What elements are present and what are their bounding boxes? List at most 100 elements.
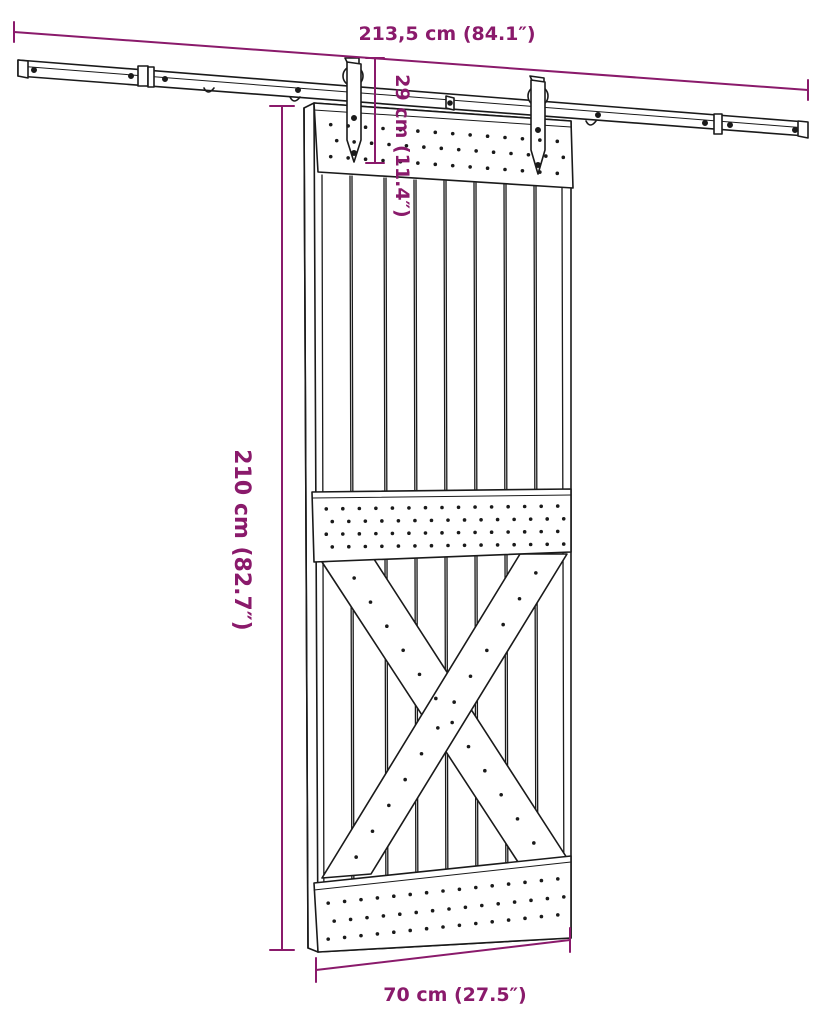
nail-dot [387,803,391,808]
nail-dot [534,571,538,575]
nail-dot [523,880,527,885]
nail-dot [555,171,560,176]
rail-screw [594,112,601,119]
rail-screw [701,120,708,127]
rail-screw [726,122,733,129]
nail-dot [363,125,368,130]
nail-dot [396,544,401,548]
nail-dot [526,152,531,157]
nail-dot [441,889,445,893]
nail-dot [446,543,450,548]
nail-dot [528,517,533,521]
nail-dot [390,531,395,536]
nail-dot [522,530,527,534]
nail-dot [434,696,438,701]
nail-dot [416,129,420,133]
nail-dot [440,505,444,510]
nail-dot [404,143,409,148]
nail-dot [324,507,329,511]
nail-dot [496,902,501,906]
nail-dot [334,138,339,143]
nail-dot [433,162,438,167]
nail-dot [368,600,373,604]
nail-dot [462,543,467,548]
nail-dot [403,777,407,782]
nail-dot [380,519,384,523]
nail-dot [348,917,353,922]
nail-dot [474,149,478,153]
nail-dot [479,543,483,547]
nail-dot [380,544,384,549]
nail-dot [398,159,403,164]
nail-dot [520,136,525,141]
nail-dot [346,124,350,128]
nail-dot [396,518,401,523]
rail-bracket [585,120,597,126]
rail-joint-right [713,113,723,135]
nail-dot [433,130,438,135]
nail-dot [545,542,549,547]
nail-dot [408,928,413,933]
nail-dot [423,505,428,510]
nail-dot [539,529,543,534]
nail-dot [424,926,429,931]
nail-dot [341,532,345,536]
nail-dot [473,530,477,535]
door-top-rail [313,102,574,189]
nail-dot [544,154,548,158]
nail-dot [324,532,329,537]
nail-dot [417,672,422,677]
nail-dot [354,855,358,859]
door-middle-rail [311,488,572,563]
nail-dot [326,901,331,905]
nail-dot [556,877,560,881]
rail-end-cap-left [17,59,29,79]
nail-dot [509,151,513,156]
nail-dot [483,768,487,773]
nail-dot [503,167,507,172]
nail-dot [392,894,396,898]
nail-dot [363,157,368,162]
nail-dot [457,887,462,892]
rail-joint-left [137,65,149,87]
nail-dot [515,817,520,821]
door-x-brace [321,553,568,879]
nail-dot [370,829,375,834]
nail-dot [328,154,333,159]
nail-dot [347,544,351,549]
nail-dot [450,131,455,136]
nail-dot [440,531,444,535]
nail-dot [499,792,503,797]
nail-dot [555,529,560,534]
nail-dot [408,892,413,897]
brace-diagonal-2 [321,553,568,879]
nail-dot [489,530,494,535]
door-bottom-rail [313,855,572,953]
nail-dot [381,914,386,918]
nail-dot [468,165,472,169]
nail-dot [462,518,467,522]
nail-dot [512,517,516,522]
door-side-edge [303,107,309,949]
nail-dot [381,158,385,163]
nail-dot [491,150,496,155]
nail-dot [474,885,478,890]
nail-dot [424,890,429,895]
nail-dot [414,910,419,915]
nail-dot [545,517,549,521]
rail-screw [162,76,169,83]
nail-dot [430,908,435,913]
nail-dot [468,674,473,679]
nail-dot [419,751,424,756]
nail-dot [352,140,356,144]
rail-bracket [203,87,215,93]
nail-dot [561,542,566,546]
nail-dot [441,925,445,929]
nail-dot [439,146,444,151]
nail-dot [490,920,495,924]
nail-dot [562,895,566,899]
nail-dot [528,542,533,547]
nail-dot [436,726,440,730]
dim-hanger-height-label: 29 cm (11.4″) [391,74,413,217]
nail-dot [512,542,516,547]
